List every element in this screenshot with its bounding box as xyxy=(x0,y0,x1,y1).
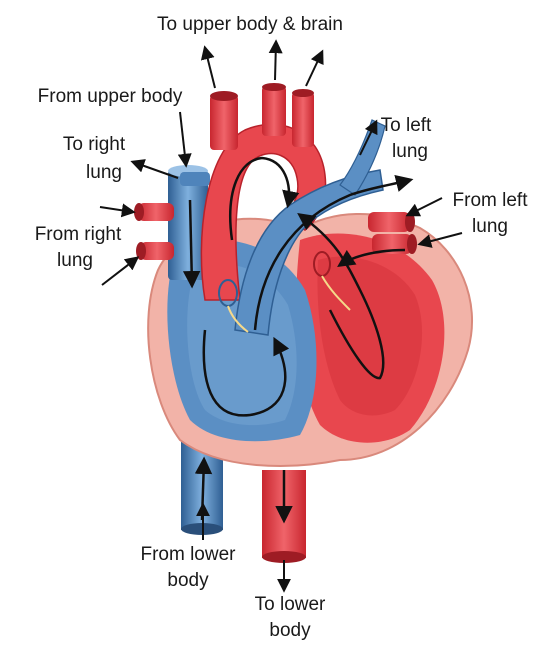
left-carotid-artery xyxy=(262,86,286,136)
arrow-from-right-lung-upper xyxy=(99,203,136,218)
label-upper-body-brain: To upper body & brain xyxy=(157,14,343,35)
label-to-left-lung-2: lung xyxy=(392,141,428,162)
right-pulmonary-artery xyxy=(180,172,210,186)
label-from-right-lung-2: lung xyxy=(57,250,93,271)
label-to-right-lung-1: To right xyxy=(63,134,126,155)
arrow-from-left-lung-upper xyxy=(405,197,443,217)
arrow-from-left-lung-lower xyxy=(417,232,463,248)
pulmonary-trunk xyxy=(234,169,384,336)
flow-pulmonary-trunk xyxy=(253,174,414,331)
flow-right-ventricle xyxy=(202,329,290,417)
left-pulmonary-artery xyxy=(339,119,386,196)
arrow-upper-left xyxy=(200,45,216,89)
valve-cords-right xyxy=(227,305,249,333)
label-from-left-lung-1: From left xyxy=(453,190,529,211)
brachiocephalic-top xyxy=(210,91,238,101)
label-to-left-lung-1: To left xyxy=(381,115,432,136)
flow-aortic-arch xyxy=(229,156,300,241)
left-subclavian-top xyxy=(292,89,314,97)
left-pulmonary-vein-upper xyxy=(368,212,410,232)
descending-aorta-end xyxy=(262,551,306,563)
superior-vena-cava xyxy=(168,170,208,280)
left-pulmonary-vein-upper-end xyxy=(405,212,415,232)
left-subclavian-artery xyxy=(292,92,314,147)
arrow-upper-right xyxy=(305,49,324,87)
left-pulmonary-vein-lower-end xyxy=(407,234,417,254)
brachiocephalic-artery xyxy=(210,95,238,150)
arrow-from-upper-body xyxy=(177,111,192,168)
external-arrows xyxy=(99,39,463,593)
label-from-lower-body-1: From lower xyxy=(140,544,236,565)
left-ventricle-inner xyxy=(317,256,423,416)
label-to-lower-body-1: To lower xyxy=(255,594,326,615)
label-from-right-lung-1: From right xyxy=(35,224,122,245)
flow-svc xyxy=(182,199,201,289)
label-to-right-lung-2: lung xyxy=(86,162,122,183)
right-pulmonary-vein-lower xyxy=(140,242,174,260)
right-pulmonary-vein-upper-end xyxy=(134,203,144,221)
arrow-from-right-lung-lower xyxy=(101,256,140,286)
arrow-upper-mid xyxy=(268,39,283,81)
label-from-left-lung-2: lung xyxy=(472,216,508,237)
left-carotid-top xyxy=(262,83,286,91)
label-from-upper-body: From upper body xyxy=(38,86,183,107)
label-from-lower-body-2: body xyxy=(167,570,209,591)
flow-left-ventricle xyxy=(297,212,385,380)
label-to-lower-body-2: body xyxy=(269,620,311,641)
arrow-to-right-lung xyxy=(130,159,179,179)
internal-flow xyxy=(182,156,414,524)
arrow-to-left-lung xyxy=(359,119,378,156)
right-pulmonary-vein-lower-end xyxy=(136,242,146,260)
right-pulmonary-vein-upper xyxy=(138,203,174,221)
valve-cords-left xyxy=(321,275,351,311)
